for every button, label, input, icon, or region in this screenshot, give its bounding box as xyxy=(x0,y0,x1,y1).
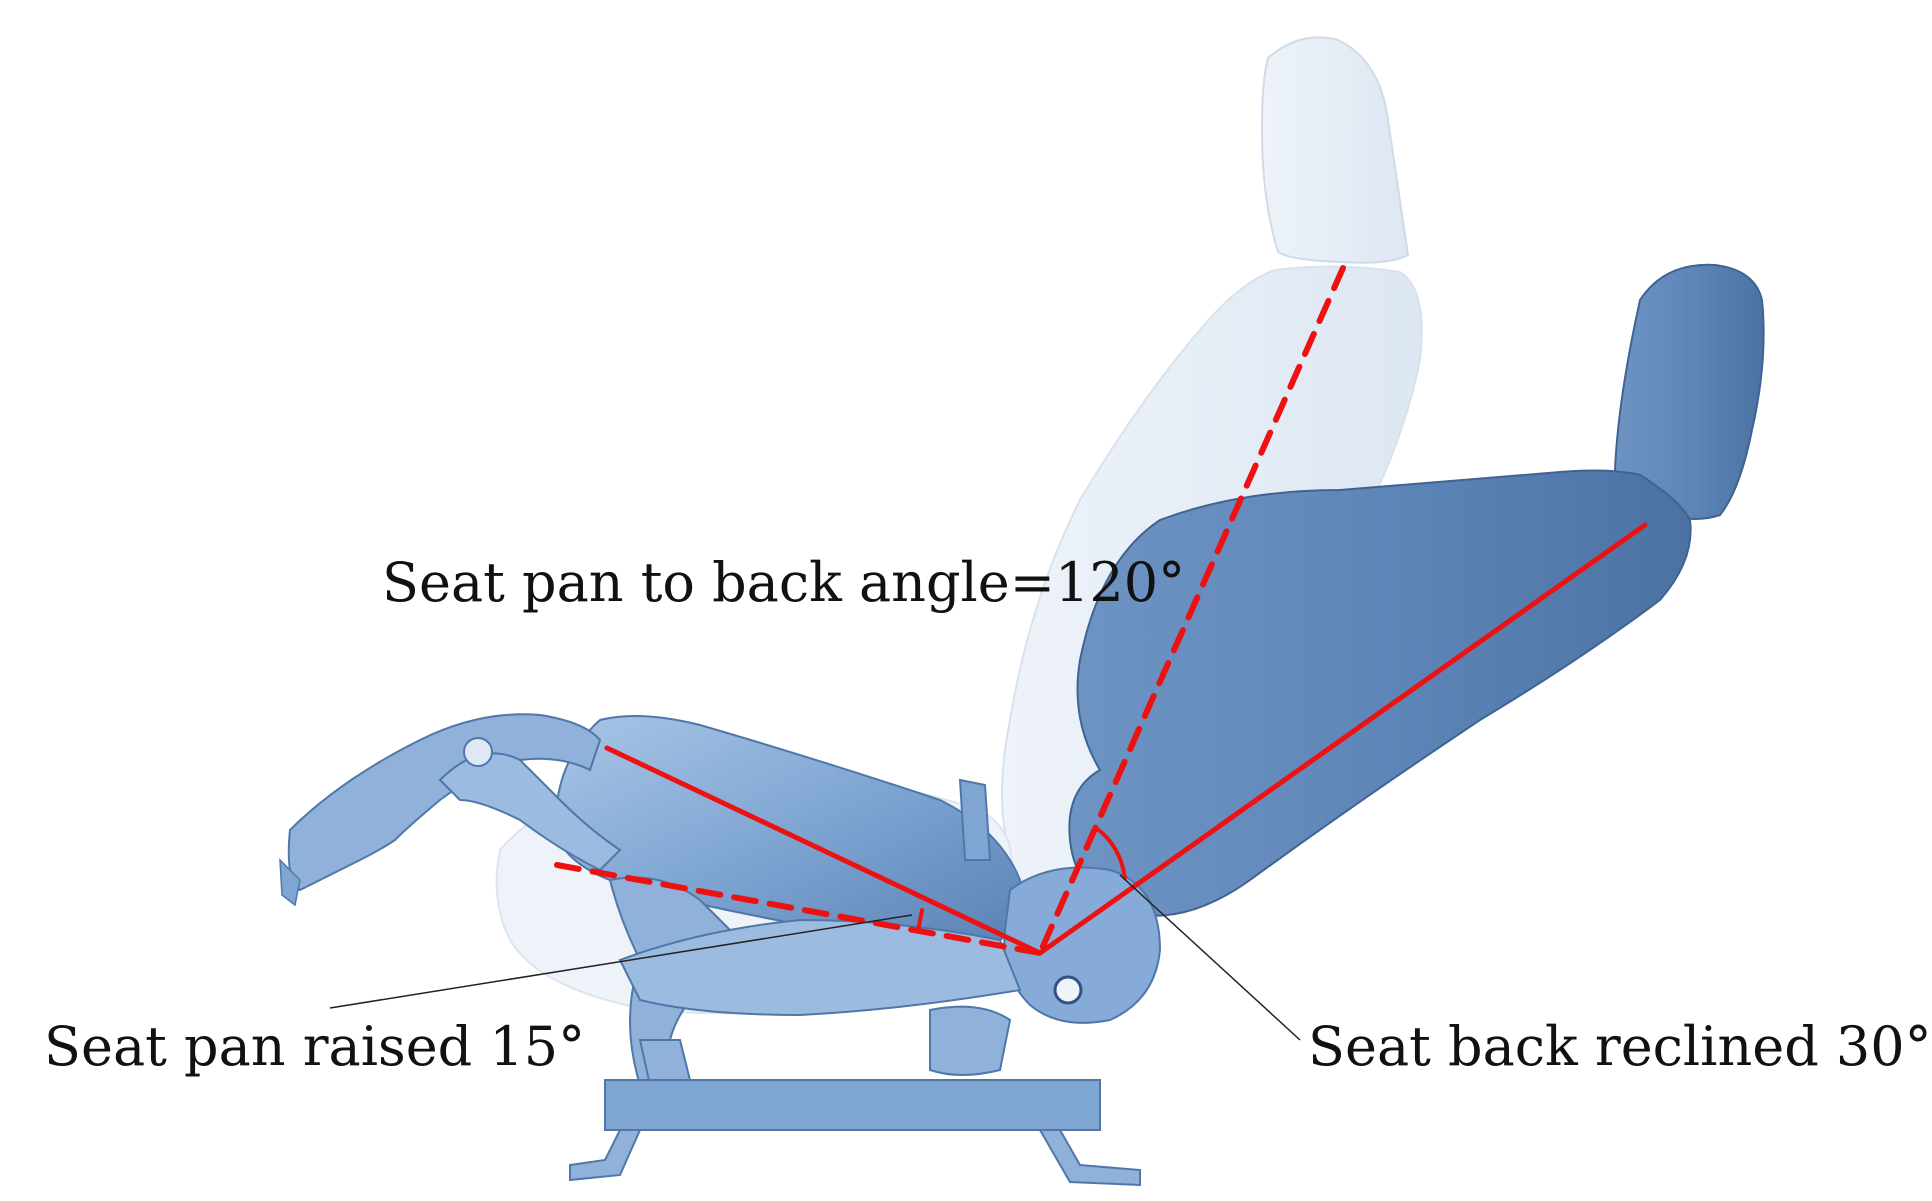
reference-lines xyxy=(554,265,1648,956)
rear-leg xyxy=(929,1005,1012,1076)
back-leader-line xyxy=(1119,874,1301,1041)
original-pan-line xyxy=(554,862,1043,956)
pan-leader-line xyxy=(329,914,913,1009)
reclined-backrest xyxy=(1068,469,1692,917)
seat-base-mechanism xyxy=(569,778,1162,1187)
pan-angle-arc xyxy=(916,908,924,932)
pan-raised-label: Seat pan raised 15° xyxy=(44,1015,586,1078)
front-leg xyxy=(638,1039,692,1087)
rail-foot-rear xyxy=(1038,1129,1141,1187)
rear-link xyxy=(958,778,992,861)
lower-frame xyxy=(618,918,1022,1017)
reclined-seat-back xyxy=(1068,263,1765,917)
seat-angle-label: Seat pan to back angle=120° xyxy=(382,551,1186,614)
reclined-headrest xyxy=(1613,263,1765,520)
recliner-bolt-hole xyxy=(1053,975,1083,1005)
reclined-back-line xyxy=(1037,522,1648,956)
pivot-hole xyxy=(463,737,493,767)
seat-pan-arm-frame xyxy=(438,752,622,872)
recliner-hub xyxy=(1003,866,1162,1024)
back-reclined-label: Seat back reclined 30° xyxy=(1308,1015,1932,1078)
raised-pan-line xyxy=(604,745,1043,956)
back-angle-arc xyxy=(1094,826,1127,880)
seat-pan-side-bracket xyxy=(279,858,301,907)
leader-lines xyxy=(329,874,1301,1041)
original-back-line xyxy=(1037,265,1346,956)
ghost-headrest xyxy=(1260,36,1410,264)
rail-foot-front xyxy=(569,1129,642,1182)
seat-rail xyxy=(604,1079,1101,1131)
